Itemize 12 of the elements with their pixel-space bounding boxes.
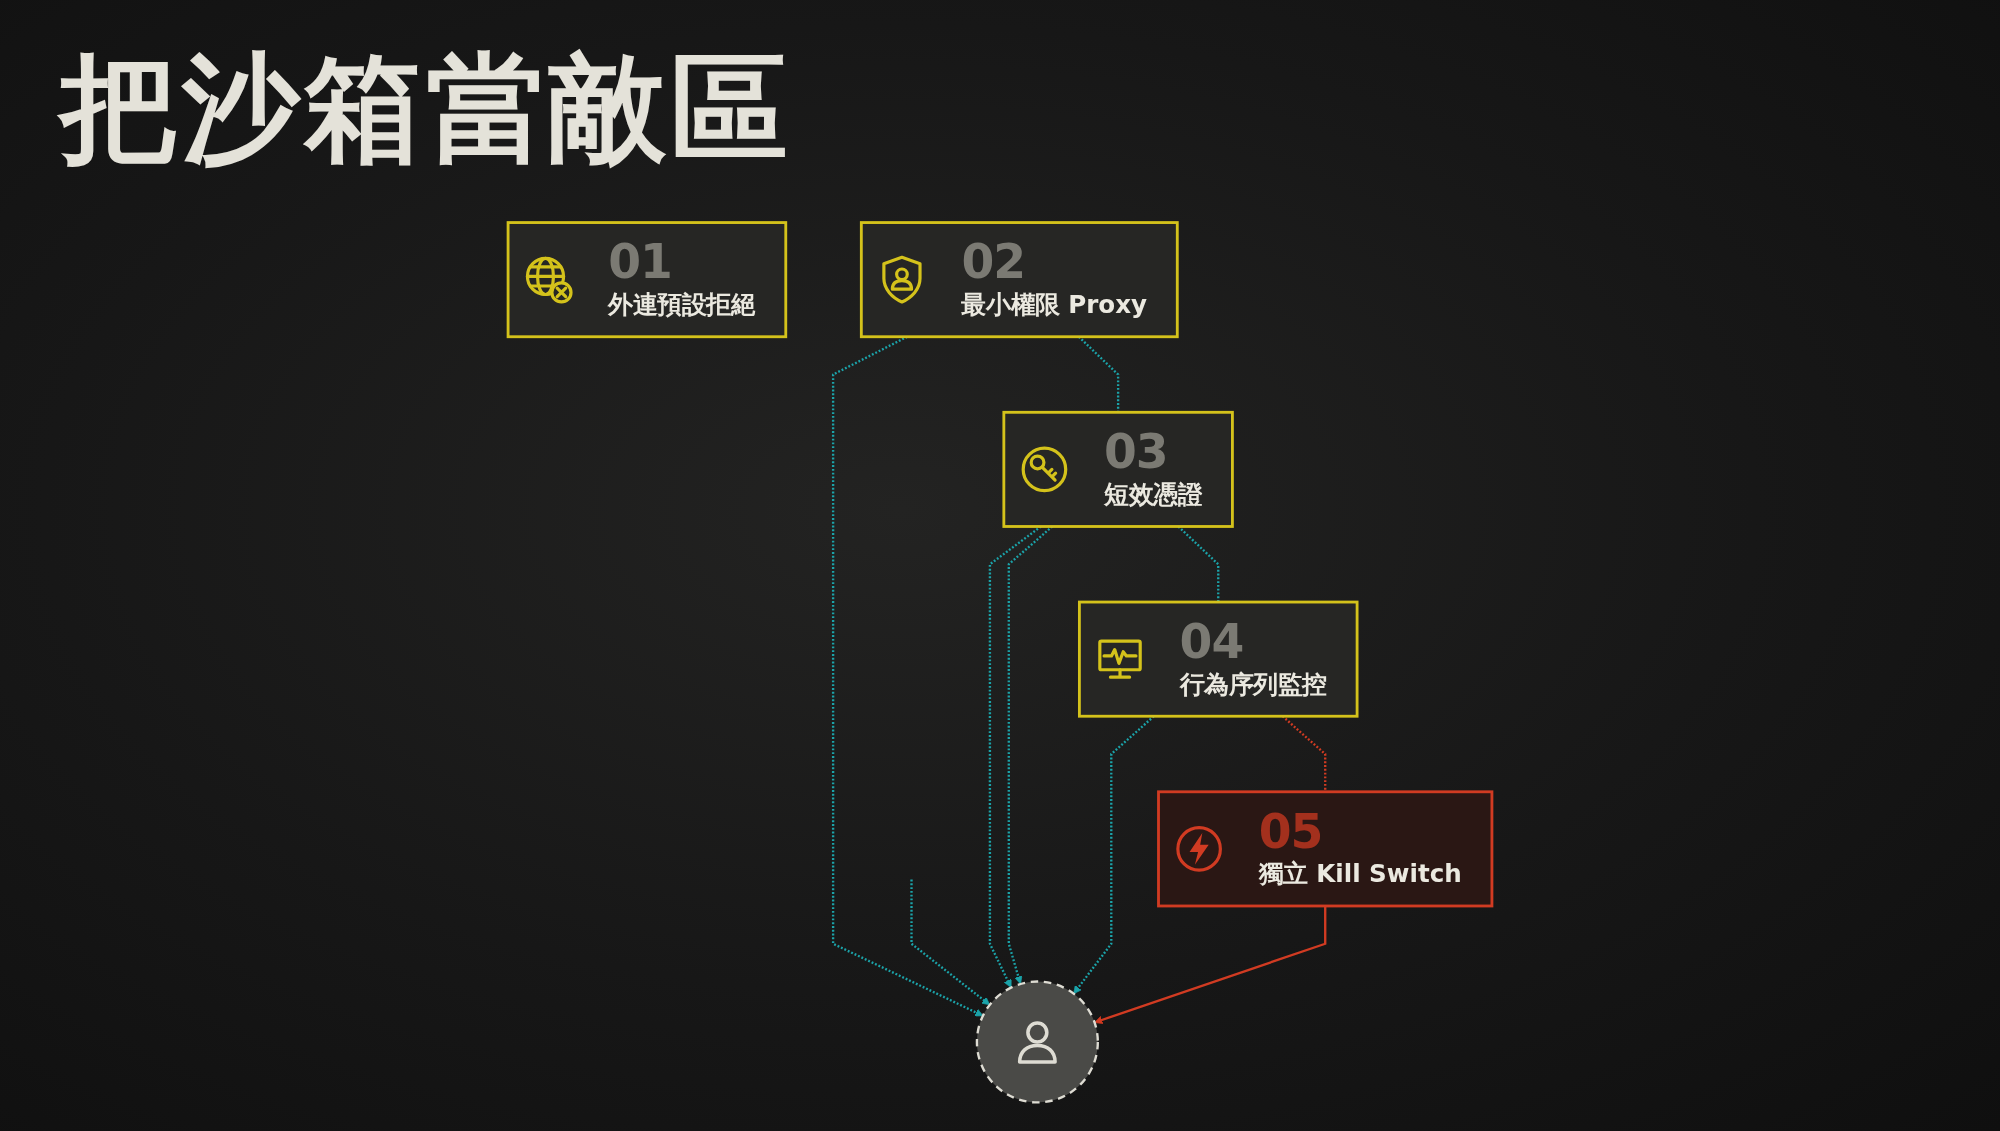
- layer-title: 短效憑證: [1103, 479, 1203, 509]
- step-number: 02: [961, 237, 1026, 290]
- step-number: 05: [1258, 806, 1323, 859]
- arrow: [910, 879, 991, 1006]
- step-number: 04: [1179, 617, 1244, 670]
- step-number: 01: [608, 237, 673, 290]
- layer-title: 獨立 Kill Switch: [1258, 859, 1462, 888]
- layer-title: 最小權限 Proxy: [961, 290, 1148, 319]
- layer-title: 外連預設拒絕: [608, 290, 756, 319]
- step-number: 03: [1103, 427, 1168, 480]
- arrow: [1094, 906, 1327, 1024]
- layer-title: 行為序列監控: [1179, 669, 1327, 698]
